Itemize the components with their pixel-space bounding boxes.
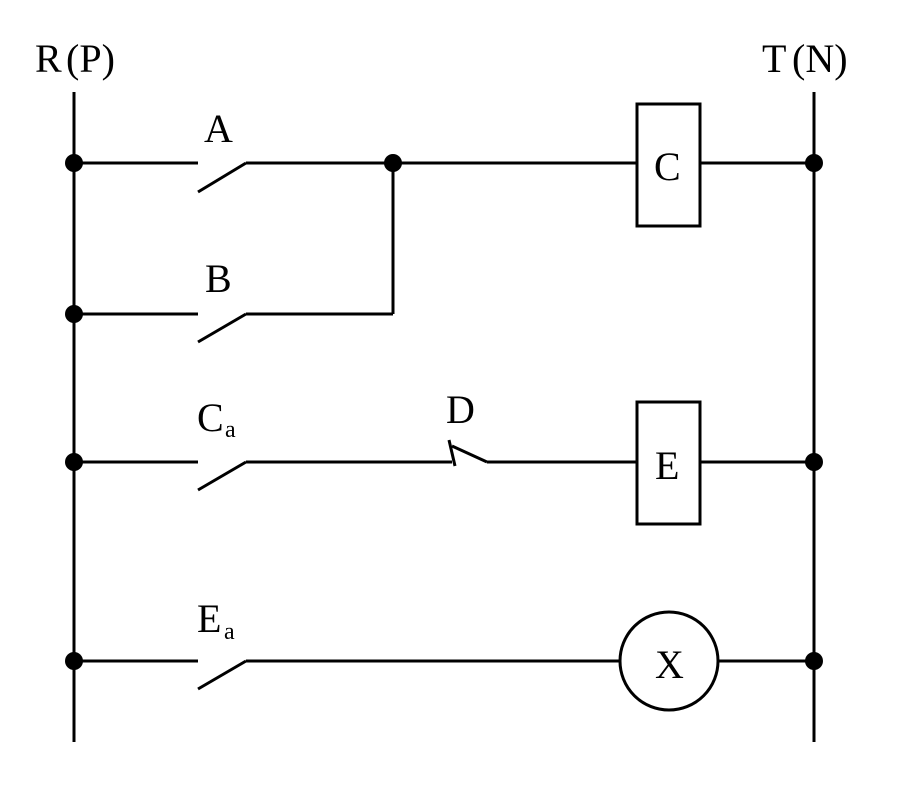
rung-1: A C <box>74 102 814 228</box>
junction-dot-parallel <box>384 154 402 172</box>
contact-ca-subscript: a <box>225 417 236 443</box>
junction-dot-left-rung-2 <box>65 305 83 323</box>
right-rail-label: T <box>762 36 786 81</box>
contact-ea-blade <box>197 659 247 691</box>
junction-dot-left-rung-1 <box>65 154 83 172</box>
contact-ea-label: E <box>197 596 221 641</box>
contact-a-label: A <box>204 106 233 151</box>
contact-ca-blade <box>197 460 247 492</box>
junction-dot-left-rung-4 <box>65 652 83 670</box>
rung-3: C a D E <box>74 387 814 526</box>
junction-dot-left-rung-3 <box>65 453 83 471</box>
junction-dot-right-rung-3 <box>805 453 823 471</box>
junction-dot-right-rung-1 <box>805 154 823 172</box>
coil-e-box <box>635 400 702 526</box>
contact-d-stop-bar <box>447 439 457 467</box>
contact-d-label: D <box>446 387 475 432</box>
junction-dot-right-rung-4 <box>805 652 823 670</box>
coil-c-label: C <box>654 144 681 189</box>
contact-ca-label: C <box>197 395 224 440</box>
contact-d-blade <box>451 444 488 464</box>
left-rail-label: R <box>35 36 62 81</box>
load-x-label: X <box>655 642 684 687</box>
left-rail-paren-label: (P) <box>66 36 115 81</box>
contact-a-blade <box>197 161 247 194</box>
contact-b-blade <box>197 312 247 344</box>
contact-b-label: B <box>205 256 232 301</box>
contact-ea-subscript: a <box>224 619 235 645</box>
coil-c-box <box>635 102 702 228</box>
right-rail-paren-label: (N) <box>792 36 848 81</box>
rung-2: B <box>74 163 395 344</box>
rung-4: E a X <box>74 596 814 712</box>
coil-e-label: E <box>655 443 679 488</box>
